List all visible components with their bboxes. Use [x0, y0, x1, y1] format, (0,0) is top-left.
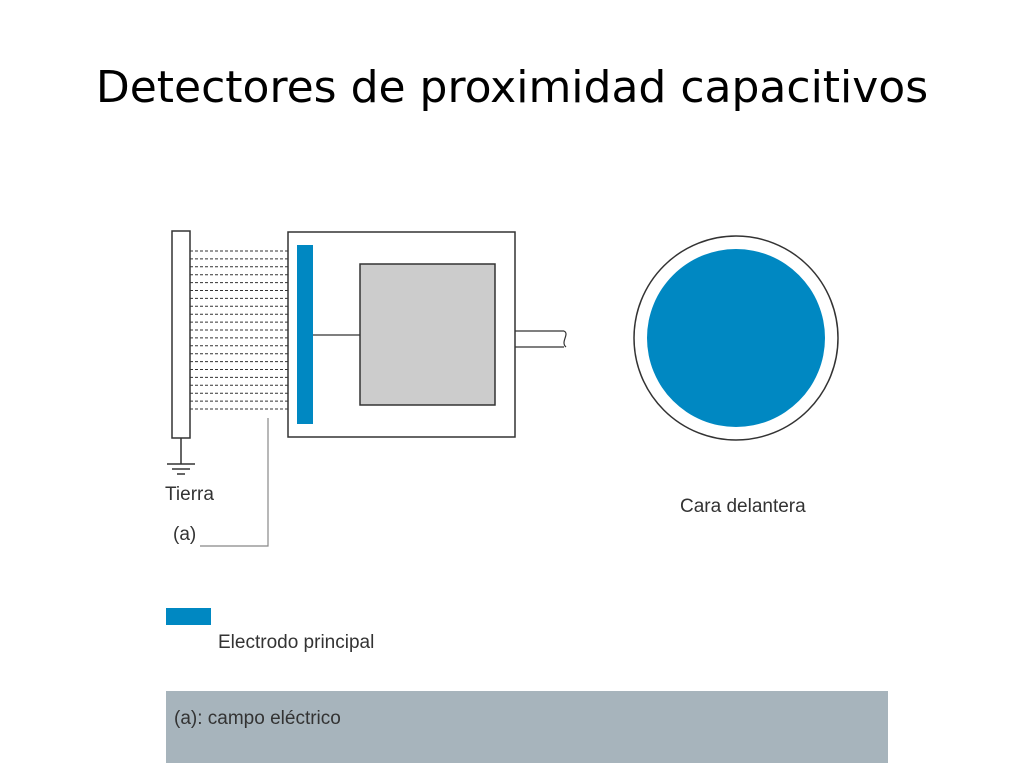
main-electrode [297, 245, 313, 424]
circuit-block [359, 263, 496, 406]
field-callout-line [200, 418, 269, 547]
legend-label: Electrodo principal [218, 632, 375, 653]
ground-symbol [167, 438, 195, 475]
note-bar: (a): campo eléctrico [166, 691, 888, 763]
slide-title: Detectores de proximidad capacitivos [95, 62, 929, 113]
ground-label: Tierra [165, 484, 214, 505]
target-plate [171, 230, 191, 439]
front-face-label: Cara delantera [680, 496, 806, 517]
field-marker-label: (a) [173, 524, 196, 545]
front-face-electrode [647, 249, 825, 427]
electric-field-lines [190, 250, 297, 410]
note-text: (a): campo eléctrico [174, 708, 341, 729]
output-cable [515, 330, 567, 348]
legend-swatch-electrode [166, 608, 211, 625]
